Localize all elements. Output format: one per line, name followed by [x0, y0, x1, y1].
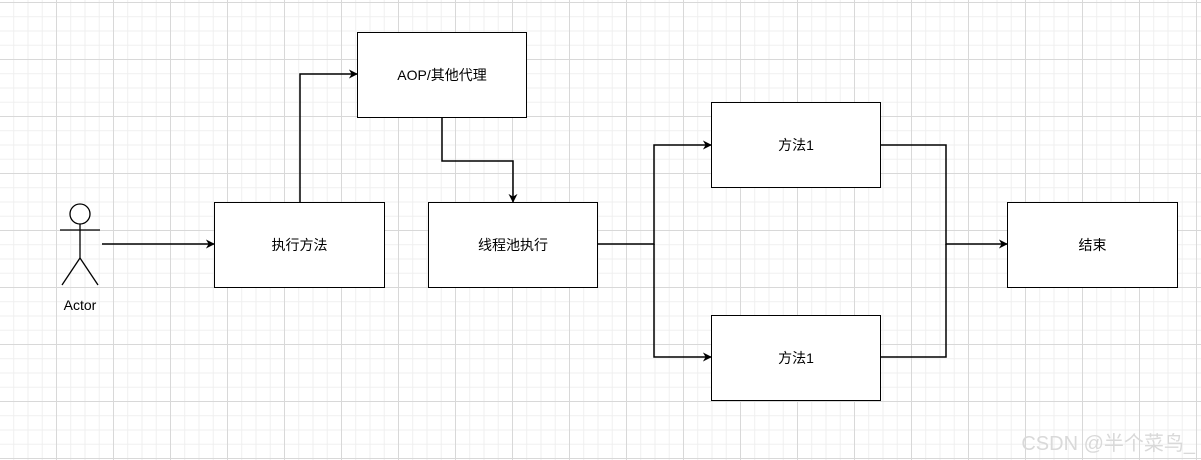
node-thread-pool[interactable]: 线程池执行 [428, 202, 598, 288]
edge-method-a-to-end [881, 144, 1008, 249]
actor-label: Actor [63, 297, 97, 313]
node-end[interactable]: 结束 [1007, 202, 1178, 288]
edge-aop-to-pool [441, 117, 518, 203]
edge-pool-to-method-b [653, 244, 712, 362]
watermark: CSDN @半个菜鸟_ [1021, 433, 1195, 455]
node-aop-proxy[interactable]: AOP/其他代理 [357, 32, 527, 118]
actor-figure [60, 203, 100, 286]
edge-pool-to-method-a [598, 140, 712, 245]
edge-exec-to-aop [299, 69, 358, 202]
node-exec-method[interactable]: 执行方法 [214, 202, 385, 288]
node-method-a[interactable]: 方法1 [711, 102, 881, 188]
edge-method-b-to-end [881, 244, 947, 358]
node-method-b[interactable]: 方法1 [711, 315, 881, 401]
